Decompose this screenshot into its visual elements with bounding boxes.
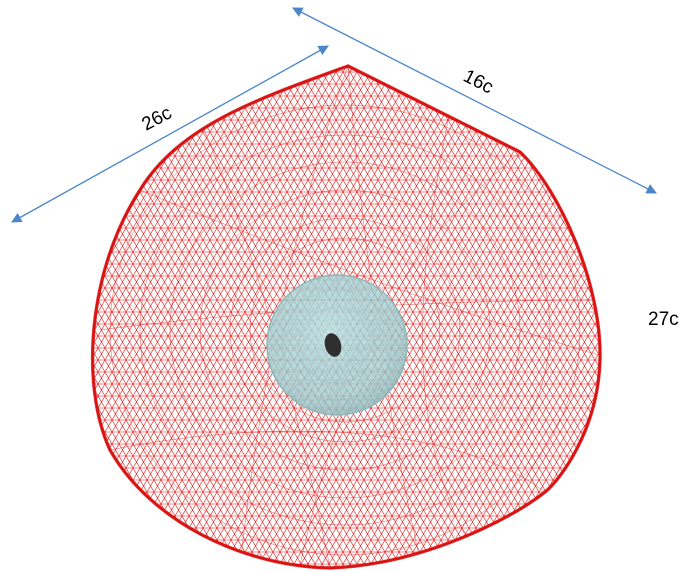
central-core	[324, 333, 342, 357]
dimension-label-right: 27c	[648, 309, 679, 330]
dimension-arrow-top-left	[11, 45, 329, 223]
dimension-label-top-right: 16c	[460, 66, 497, 99]
dimension-label-top-left: 26c	[138, 102, 175, 135]
dimension-arrow-top-right	[292, 7, 657, 194]
